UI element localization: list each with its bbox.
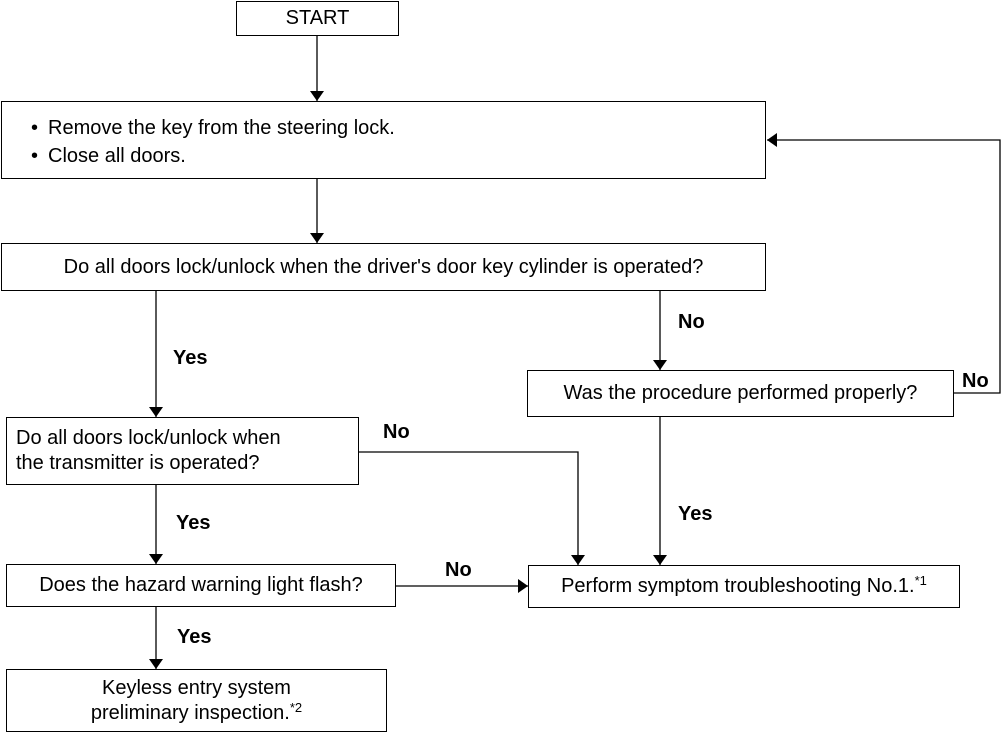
start-node: START bbox=[236, 1, 399, 36]
procedure-question-text: Was the procedure performed properly? bbox=[563, 382, 918, 404]
keyless-inspection-node: Keyless entry system preliminary inspect… bbox=[6, 669, 387, 732]
keyless-inspection-line2: preliminary inspection. bbox=[90, 701, 290, 724]
keyless-inspection-line1: Keyless entry system bbox=[102, 676, 291, 699]
troubleshooting-text: Perform symptom troubleshooting No.1. bbox=[561, 575, 915, 597]
key-cylinder-question-node: Do all doors lock/unlock when the driver… bbox=[1, 243, 766, 291]
hazard-question-text: Does the hazard warning light flash? bbox=[39, 574, 363, 596]
transmitter-question-line1: Do all doors lock/unlock when bbox=[16, 427, 281, 449]
troubleshooting-node: Perform symptom troubleshooting No.1.*1 bbox=[528, 565, 960, 608]
hazard-no-label: No bbox=[445, 559, 472, 581]
key-cylinder-question-text: Do all doors lock/unlock when the driver… bbox=[63, 255, 704, 278]
transmitter-no-label: No bbox=[383, 421, 410, 443]
troubleshooting-text-wrap: Perform symptom troubleshooting No.1.*1 bbox=[561, 574, 927, 599]
transmitter-yes-label: Yes bbox=[176, 512, 211, 534]
prep-steps-node: Remove the key from the steering lock. C… bbox=[1, 101, 766, 179]
key-question-yes-label: Yes bbox=[173, 347, 208, 369]
prep-step-remove-key: Remove the key from the steering lock. bbox=[31, 114, 765, 142]
troubleshooting-footnote-mark: *1 bbox=[914, 573, 927, 588]
keyless-inspection-footnote-mark: *2 bbox=[289, 699, 303, 715]
prep-step-close-doors: Close all doors. bbox=[31, 142, 765, 170]
procedure-yes-label: Yes bbox=[678, 503, 713, 525]
procedure-no-label: No bbox=[962, 370, 989, 392]
procedure-question-node: Was the procedure performed properly? bbox=[527, 370, 954, 417]
transmitter-question-node: Do all doors lock/unlock when the transm… bbox=[6, 417, 359, 485]
start-label: START bbox=[285, 7, 350, 29]
key-question-no-label: No bbox=[678, 311, 705, 333]
keyless-inspection-line2-wrap: preliminary inspection.*2 bbox=[91, 701, 302, 726]
hazard-question-node: Does the hazard warning light flash? bbox=[6, 564, 396, 607]
hazard-yes-label: Yes bbox=[177, 626, 212, 648]
arrow-transmitter-no bbox=[358, 451, 585, 565]
prep-steps-list: Remove the key from the steering lock. C… bbox=[31, 114, 765, 170]
transmitter-question-line2: the transmitter is operated? bbox=[16, 452, 260, 474]
arrow-procedure-no-loop bbox=[767, 133, 1001, 394]
